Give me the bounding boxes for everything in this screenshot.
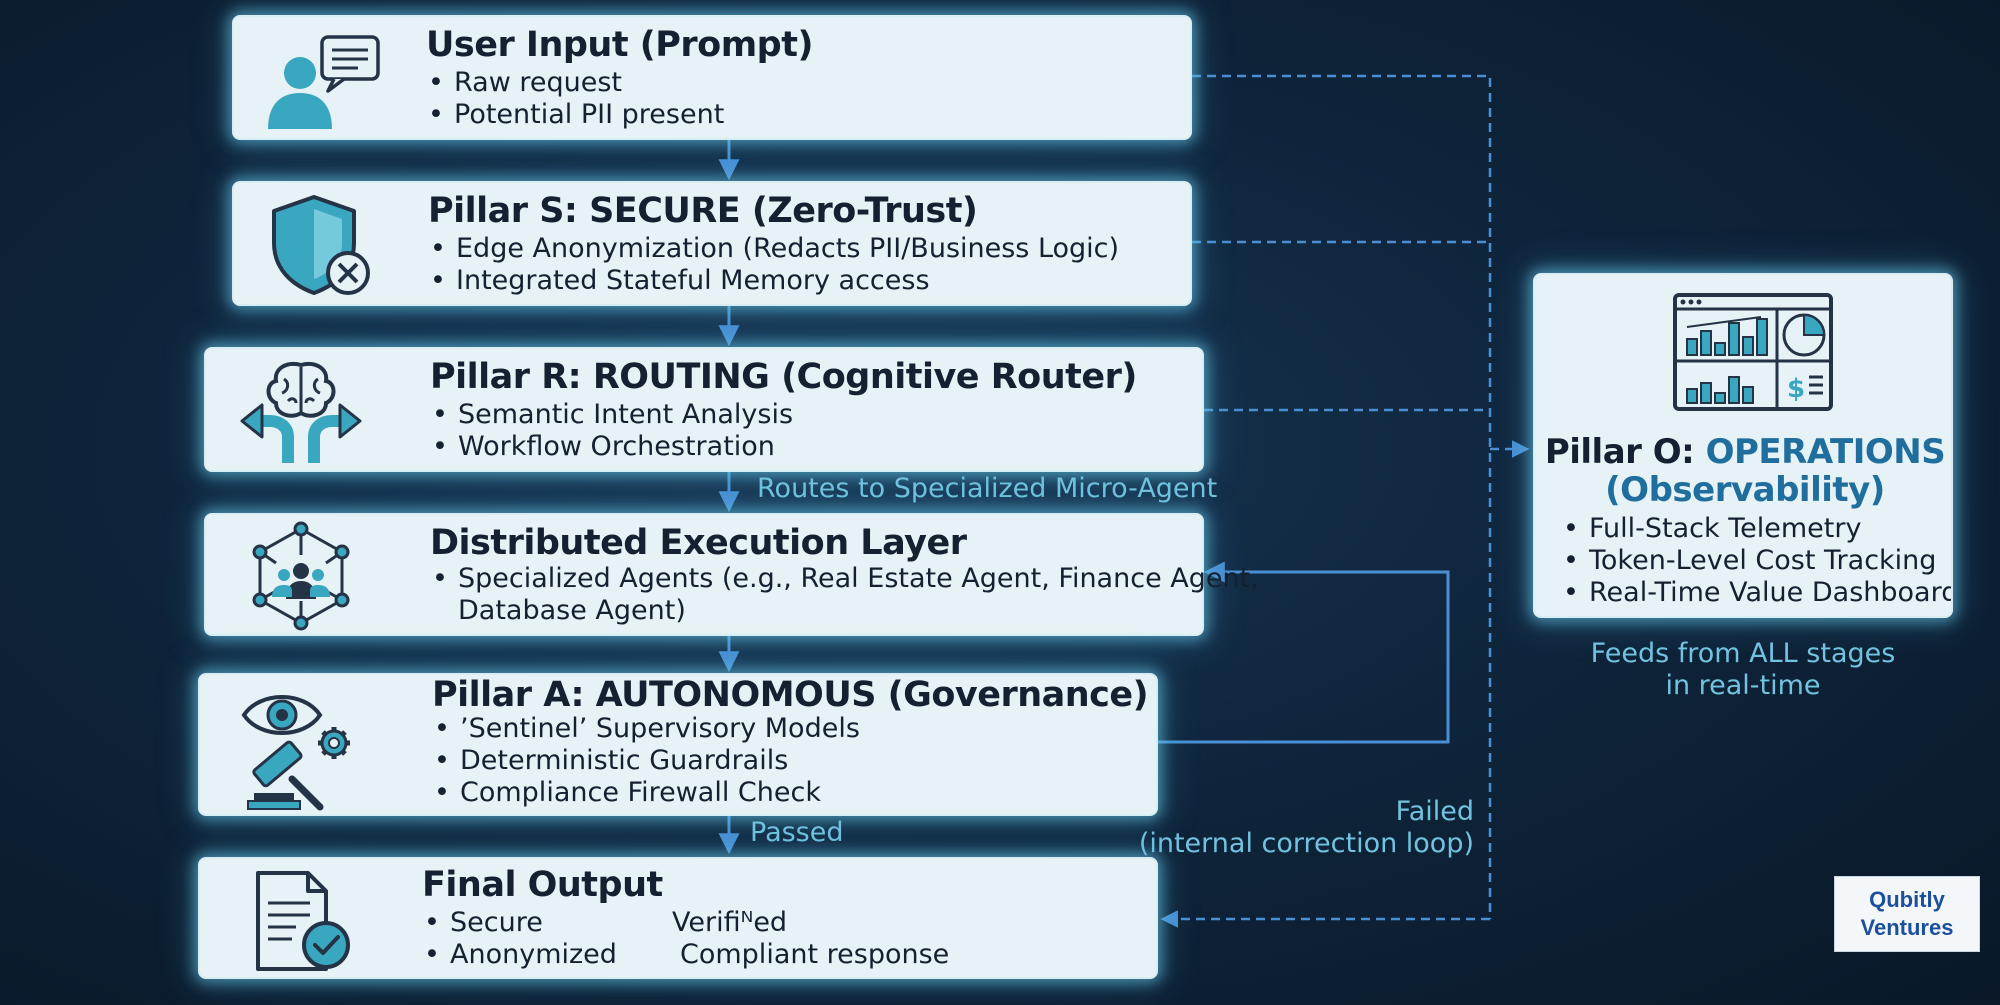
label-realtime: in real-time	[1665, 670, 1821, 701]
agent-network-icon	[252, 521, 350, 631]
bullet-item: Workflow Orchestration	[430, 431, 793, 463]
box-title: Pillar R: ROUTING (Cognitive Router)	[430, 357, 1137, 397]
output-col2-item: Verifiᴺed	[672, 907, 788, 938]
box-execution-layer: Distributed Execution Layer Specialized …	[204, 513, 1259, 636]
dashboard-icon: $	[1673, 293, 1833, 411]
bullet-item: Compliance Firewall Check	[432, 777, 860, 809]
label-routes: Routes to Specialized Micro-Agent	[757, 473, 1218, 504]
brand-logo: Qubitly Ventures	[1834, 876, 1980, 952]
brain-split-arrows-icon	[240, 362, 362, 463]
bullet-list: Specialized Agents (e.g., Real Estate Ag…	[430, 563, 1259, 627]
bullet-item: Specialized Agents (e.g., Real Estate Ag…	[430, 563, 1259, 595]
bullet-item-continuation: Database Agent)	[458, 595, 686, 626]
bullet-list: Secure Anonymized	[422, 907, 617, 971]
bullet-item: Deterministic Guardrails	[432, 745, 860, 777]
bullet-list: Raw request Potential PII present	[426, 67, 724, 131]
box-pillar-routing: Pillar R: ROUTING (Cognitive Router) Sem…	[204, 347, 1204, 472]
operations-title: Pillar O: OPERATIONS (Observability)	[1535, 433, 1955, 509]
box-pillar-autonomous: Pillar A: AUTONOMOUS (Governance) ’Senti…	[198, 673, 1158, 816]
operations-title-prefix: Pillar O:	[1544, 432, 1706, 472]
box-title: User Input (Prompt)	[426, 25, 813, 65]
box-final-output: Final Output Secure Anonymized Verifiᴺed…	[198, 857, 1158, 979]
box-title: Distributed Execution Layer	[430, 523, 967, 563]
box-title: Pillar S: SECURE (Zero-Trust)	[428, 191, 978, 231]
document-check-icon	[256, 871, 350, 971]
output-col2-item: Compliant response	[680, 939, 950, 970]
svg-text:$: $	[1787, 374, 1805, 404]
label-passed: Passed	[750, 817, 844, 848]
bullet-item: Semantic Intent Analysis	[430, 399, 793, 431]
operations-title-accent: (Observability)	[1605, 470, 1885, 510]
shield-x-icon	[272, 195, 370, 295]
bullet-item: Full-Stack Telemetry	[1561, 513, 1951, 545]
bullet-item: Real-Time Value Dashboards	[1561, 577, 1951, 609]
correction-loop-arrow	[1158, 561, 1450, 744]
eye-gavel-gear-icon	[241, 695, 350, 811]
label-feeds: Feeds from ALL stages	[1590, 638, 1896, 669]
user-chat-icon	[268, 35, 380, 129]
box-user-input: User Input (Prompt) Raw request Potentia…	[232, 15, 1192, 140]
box-title: Final Output	[422, 865, 663, 905]
label-correction-loop: (internal correction loop)	[1138, 828, 1474, 859]
bullet-item: Token-Level Cost Tracking	[1561, 545, 1951, 577]
bullet-list: Semantic Intent Analysis Workflow Orches…	[430, 399, 793, 463]
bullet-item: ’Sentinel’ Supervisory Models	[432, 713, 860, 745]
logo-line: Ventures	[1860, 915, 1954, 940]
logo-line: Qubitly	[1869, 887, 1945, 912]
bullet-list: Full-Stack Telemetry Token-Level Cost Tr…	[1561, 513, 1951, 609]
box-pillar-secure: Pillar S: SECURE (Zero-Trust) Edge Anony…	[232, 181, 1192, 306]
bullet-item: Secure	[422, 907, 617, 939]
bullet-list: ’Sentinel’ Supervisory Models Determinis…	[432, 713, 860, 809]
box-pillar-operations: $ Pillar O: OPERATIONS (Observability) F…	[1533, 273, 1953, 618]
bullet-item: Anonymized	[422, 939, 617, 971]
operations-title-accent: OPERATIONS	[1705, 432, 1946, 472]
bullet-item: Edge Anonymization (Redacts PII/Business…	[428, 233, 1119, 265]
bullet-item: Integrated Stateful Memory access	[428, 265, 1119, 297]
box-title: Pillar A: AUTONOMOUS (Governance)	[432, 675, 1149, 715]
bullet-item: Raw request	[426, 67, 724, 99]
label-failed: Failed	[1395, 796, 1474, 827]
bullet-item: Potential PII present	[426, 99, 724, 131]
dashed-input-to-operations	[1192, 74, 1492, 919]
bullet-list: Edge Anonymization (Redacts PII/Business…	[428, 233, 1119, 297]
